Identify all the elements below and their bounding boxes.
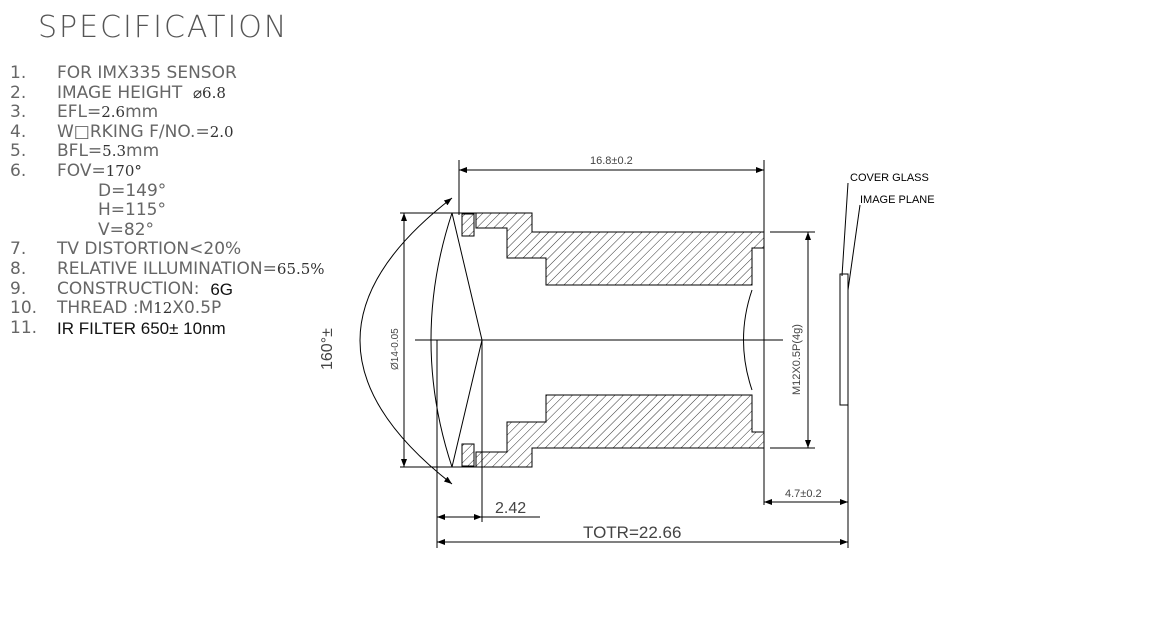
fov-arc: [359, 197, 453, 485]
spec-item: 4. W□RKING F/NO.=2.0: [10, 121, 325, 143]
spec-unit: X0.5P: [172, 298, 222, 319]
spec-num: 8.: [10, 258, 27, 279]
dim-bfl-label: 4.7±0.2: [785, 488, 822, 500]
spec-value: 6G: [210, 279, 233, 299]
spec-unit: mm: [125, 102, 159, 123]
dim-fov-label: 160°±: [319, 328, 336, 370]
spec-num: 1.: [10, 63, 27, 83]
spec-num: 6.: [10, 160, 27, 181]
spec-value: 5.3: [102, 142, 127, 161]
spec-text: D=149°: [98, 180, 167, 201]
spec-item: 7. TV DISTORTION<20%: [10, 240, 325, 260]
spec-num: 9.: [10, 278, 27, 299]
spec-value: 2.6: [101, 103, 126, 122]
spec-item: 11. IR FILTER 650± 10nm: [10, 317, 325, 339]
spec-item: D=149°: [10, 180, 325, 202]
spec-text: EFL=: [57, 102, 102, 123]
spec-text: FOR IMX335 SENSOR: [57, 63, 237, 83]
spec-num: 4.: [10, 121, 27, 142]
spec-item: 1. FOR IMX335 SENSOR: [10, 63, 325, 84]
spec-text: H=115°: [98, 200, 166, 221]
spec-num: 11.: [10, 317, 38, 338]
dim-diameter-label: Ø14-0.05: [390, 328, 401, 370]
cover-glass: [839, 273, 849, 406]
spec-item: 6. FOV=170°: [10, 160, 325, 182]
spec-text: FOV=: [57, 160, 106, 181]
spec-list: 1.FOR IMX335 SENSOR 2.IMAGE HEIGHT ⌀6.8 …: [10, 63, 325, 339]
spec-text: TV DISTORTION<20%: [57, 239, 242, 260]
spec-num: 2.: [10, 82, 27, 103]
dim-front-label: 2.42: [495, 500, 526, 517]
spec-num: 7.: [10, 239, 27, 260]
page-title: SPECIFICATION: [38, 10, 289, 45]
spec-text: V=82°: [98, 219, 155, 240]
spec-text: CONSTRUCTION:: [57, 278, 211, 299]
dim-totr-label: TOTR=22.66: [583, 523, 681, 542]
spec-item: 8. RELATIVE ILLUMINATION=65.5%: [10, 258, 325, 280]
spec-text: THREAD :M: [57, 298, 154, 319]
dim-thread-label: M12X0.5P(4g): [791, 324, 803, 395]
spec-value: IR FILTER 650± 10nm: [57, 318, 226, 338]
spec-text: BFL=: [57, 141, 103, 162]
spec-item: 9. CONSTRUCTION: 6G: [10, 278, 325, 300]
spec-value: 65.5%: [276, 259, 325, 278]
spec-value: ⌀6.8: [193, 83, 226, 102]
barrel-bottom: [460, 394, 765, 468]
spec-unit: mm: [126, 141, 160, 162]
retainer-top: [461, 213, 475, 237]
cover-glass-label: COVER GLASS: [850, 172, 929, 184]
image-plane-label: IMAGE PLANE: [860, 194, 935, 206]
dim-length-label: 16.8±0.2: [590, 155, 633, 167]
spec-item: H=115°: [10, 201, 325, 221]
spec-num: 5.: [10, 141, 27, 162]
spec-num: 3.: [10, 102, 27, 123]
spec-text: W□RKING F/NO.=: [57, 121, 210, 142]
spec-value: 170°: [105, 161, 142, 180]
spec-text: RELATIVE ILLUMINATION=: [57, 258, 277, 279]
retainer-bottom: [461, 443, 475, 467]
barrel-top: [460, 212, 765, 286]
spec-item: 2. IMAGE HEIGHT ⌀6.8: [10, 82, 325, 104]
spec-item: V=82°: [10, 219, 325, 241]
spec-value: 12: [153, 299, 173, 318]
spec-num: 10.: [10, 298, 38, 319]
spec-text: IMAGE HEIGHT: [57, 82, 194, 103]
spec-value: 2.0: [209, 122, 234, 141]
